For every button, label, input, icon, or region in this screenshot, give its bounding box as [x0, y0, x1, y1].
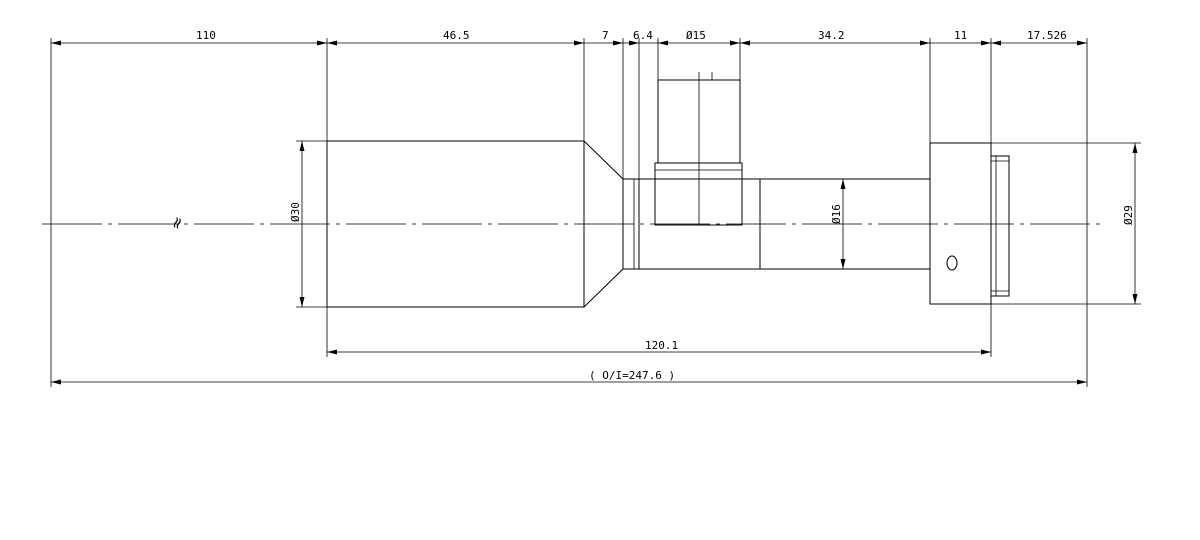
set-screw: [946, 255, 958, 271]
diameter-dim-16: Ø16: [830, 179, 846, 269]
dim-120-1-line: 120.1: [327, 339, 991, 355]
dim-11: 11: [954, 29, 967, 42]
dim-110: 110: [196, 29, 216, 42]
dim-34-2: 34.2: [818, 29, 845, 42]
lens-body: [326, 72, 1010, 308]
diameter-dim-30: Ø30: [289, 141, 305, 307]
diameter-dim-29: Ø29: [1122, 143, 1138, 304]
dim-120-1: 120.1: [645, 339, 678, 352]
dim-46-5: 46.5: [443, 29, 470, 42]
top-dimension-chain: 110 46.5 7 6.4 Ø15 34.2 11 17.526: [51, 29, 1087, 46]
dim-dia29: Ø29: [1122, 205, 1135, 225]
thread-ring: [990, 155, 1010, 297]
mount-flange: [929, 142, 992, 305]
dim-dia15: Ø15: [686, 29, 706, 42]
main-barrel: [326, 140, 585, 308]
dim-total: ( O/I=247.6 ): [589, 369, 675, 382]
dim-total-line: ( O/I=247.6 ): [51, 369, 1087, 385]
dim-dia30: Ø30: [289, 202, 302, 222]
dim-17-526: 17.526: [1027, 29, 1067, 42]
dim-7: 7: [602, 29, 609, 42]
dim-6-4: 6.4: [633, 29, 653, 42]
extension-lines: [50, 38, 1141, 387]
break-symbol: ≈: [166, 213, 188, 232]
dim-dia16: Ø16: [830, 204, 843, 224]
side-port-base: [654, 162, 743, 226]
